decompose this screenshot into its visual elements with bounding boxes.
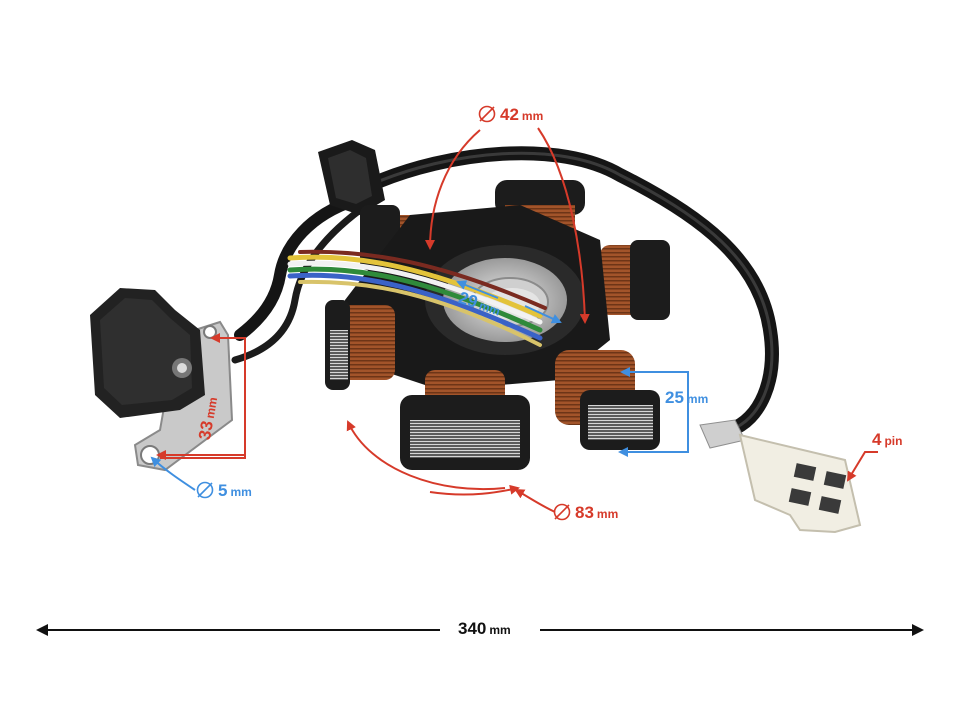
connector-plug-icon: [699, 419, 862, 534]
coil-front: [400, 370, 530, 470]
dimension-value: 25: [665, 388, 684, 407]
dimension-value: 5: [218, 481, 228, 500]
dimension-unit: pin: [884, 434, 903, 448]
diameter-symbol-icon: [196, 481, 214, 499]
dimension-unit: mm: [521, 109, 544, 123]
annotation-arrows: [36, 127, 924, 636]
diameter-symbol-icon: [553, 503, 571, 521]
dimension-unit: mm: [477, 298, 502, 319]
coil-left: [325, 300, 395, 390]
diameter-symbol-icon: [478, 105, 496, 123]
cable-harness: [231, 146, 779, 437]
dimension-value: 33: [195, 419, 217, 442]
pickup-sensor-icon: [90, 288, 234, 472]
dimension-value: 42: [500, 105, 519, 124]
dimension-unit: mm: [596, 507, 619, 521]
dimension-value: 4: [872, 430, 882, 449]
dimension-unit: mm: [686, 392, 709, 406]
wire-bundle: [287, 249, 547, 347]
dimension-value: 340: [458, 619, 487, 638]
coil-back-right: [600, 240, 670, 320]
dimension-value: 83: [575, 503, 594, 522]
stator-illustration: [287, 180, 670, 470]
dimension-unit: mm: [230, 485, 252, 499]
coil-right: [555, 350, 660, 450]
dimension-unit: mm: [202, 396, 221, 420]
dimension-unit: mm: [489, 623, 511, 637]
cable-clip: [318, 140, 385, 215]
